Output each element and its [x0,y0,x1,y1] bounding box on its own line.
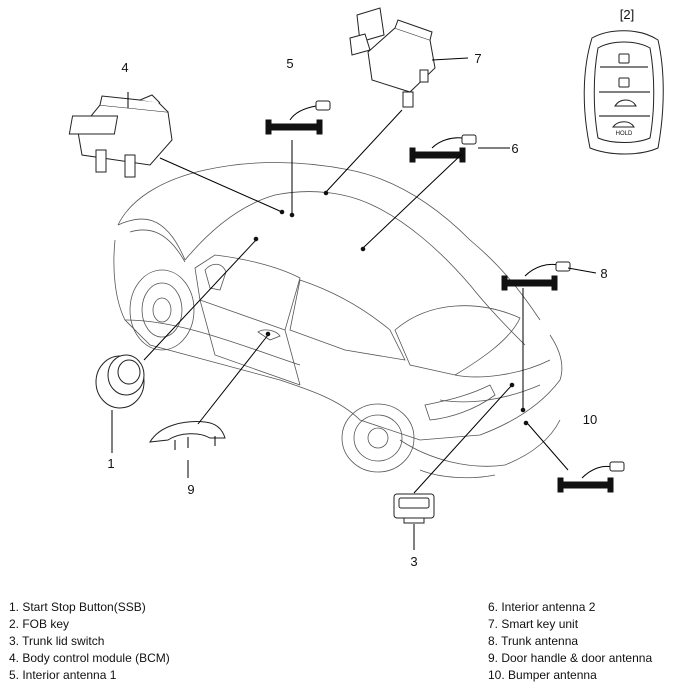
legend-item: 6. Interior antenna 2 [488,600,596,614]
interior-antenna-2 [409,134,477,163]
smart-key-system-diagram: HOLD 4 5 7 6 8 10 1 9 3 [2] [68,7,664,569]
legend-item: 1. Start Stop Button(SSB) [9,600,146,614]
callout-10: 10 [583,412,597,427]
callout-1: 1 [107,456,114,471]
legend-item: 5. Interior antenna 1 [9,668,117,682]
legend-item: 2. FOB key [9,617,70,631]
leader-lines [111,57,597,550]
smart-key-unit [349,7,436,108]
trunk-lid-switch [393,493,435,524]
legend-item: 10. Bumper antenna [488,668,597,682]
fob-hold-label: HOLD [616,131,633,137]
legend-left: 1. Start Stop Button(SSB) 2. FOB key 3. … [9,599,170,684]
legend-right: 6. Interior antenna 2 7. Smart key unit … [488,599,652,684]
interior-antenna-1 [265,100,331,135]
callout-8: 8 [600,266,607,281]
bcm-module [68,94,173,178]
door-handle-antenna [149,421,226,450]
legend-item: 8. Trunk antenna [488,634,579,648]
legend-item: 9. Door handle & door antenna [488,651,653,665]
callout-6: 6 [511,141,518,156]
legend-item: 4. Body control module (BCM) [9,651,170,665]
callout-7: 7 [474,51,481,66]
fob-key: HOLD [583,30,664,155]
start-stop-button [95,354,145,409]
car-illustration [113,162,563,479]
callout-5: 5 [286,56,293,71]
bumper-antenna [557,461,625,493]
callout-4: 4 [121,60,128,75]
callout-3: 3 [410,554,417,569]
trunk-antenna [501,261,571,291]
figure-tag: [2] [620,7,634,22]
legend-item: 3. Trunk lid switch [9,634,105,648]
legend-item: 7. Smart key unit [488,617,579,631]
callout-9: 9 [187,482,194,497]
